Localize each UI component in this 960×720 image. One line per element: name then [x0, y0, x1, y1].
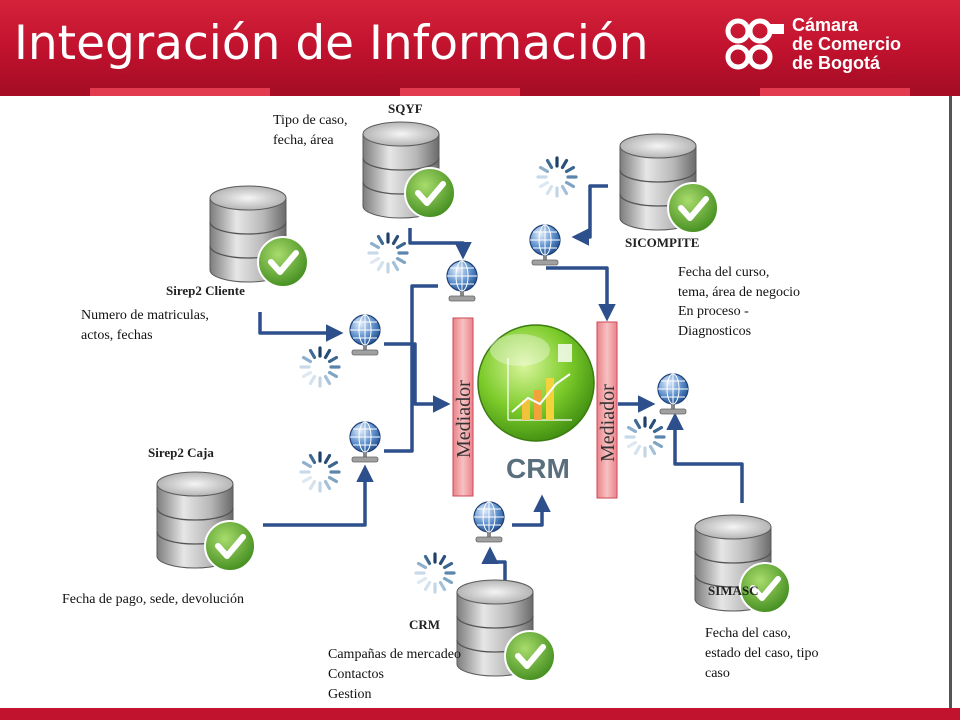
- sqyf-name: SQYF: [388, 101, 423, 116]
- sicompite-desc-3: En proceso -: [678, 304, 749, 319]
- logo-line-2: de Comercio: [792, 34, 902, 54]
- logo-line-1: Cámara: [792, 15, 859, 35]
- mediator-right-label: Mediador: [597, 384, 619, 462]
- globe-network-icon: [473, 501, 505, 543]
- header-bar: Integración de Información Cámara de Com…: [0, 0, 960, 88]
- mediator-left-label: Mediador: [453, 380, 475, 458]
- content-frame: [0, 96, 952, 708]
- crm-center: CRM: [477, 324, 595, 484]
- globe-network-icon: [657, 373, 689, 415]
- loading-spinner-icon: [536, 156, 578, 198]
- sirep2-caja-name: Sirep2 Caja: [148, 445, 214, 460]
- checkmark-icon: [258, 237, 308, 287]
- connector-arrows: [258, 184, 744, 580]
- simasc-name: SIMASC: [708, 583, 759, 598]
- sicompite-desc-4: Diagnosticos: [678, 324, 751, 339]
- sirep2-cliente-name: Sirep2 Cliente: [166, 283, 245, 298]
- footer-bar: [0, 708, 960, 720]
- logo-text: Cámara de Comercio de Bogotá: [792, 16, 901, 73]
- header-band: [0, 88, 960, 96]
- loading-spinner-icon: [367, 232, 409, 274]
- sirep2-cliente-desc-2: actos, fechas: [81, 328, 153, 343]
- loading-spinner-icon: [299, 451, 341, 493]
- crm-globe-icon: [477, 324, 595, 442]
- globe-network-icon: [349, 314, 381, 356]
- source-sqyf: SQYF Tipo de caso, fecha, área: [273, 101, 455, 218]
- crm-source-desc-1: Campañas de mercadeo: [328, 647, 461, 662]
- page-title: Integración de Información: [14, 16, 649, 71]
- simasc-desc-2: estado del caso, tipo: [705, 646, 819, 661]
- chamber-logo-icon: [725, 18, 784, 70]
- sicompite-desc-2: tema, área de negocio: [678, 285, 800, 300]
- simasc-desc-1: Fecha del caso,: [705, 626, 791, 641]
- sicompite-desc-1: Fecha del curso,: [678, 265, 769, 280]
- simasc-desc-3: caso: [705, 666, 730, 681]
- source-simasc: SIMASC Fecha del caso, estado del caso, …: [694, 514, 819, 681]
- source-sirep2-caja: Sirep2 Caja Fecha de pago, sede, devoluc…: [62, 445, 255, 607]
- sqyf-desc-1: Tipo de caso,: [273, 113, 348, 128]
- source-sicompite: SICOMPITE Fecha del curso, tema, área de…: [619, 133, 800, 339]
- sirep2-cliente-desc-1: Numero de matriculas,: [81, 308, 209, 323]
- loading-spinner-icon: [299, 346, 341, 388]
- source-sirep2-cliente: Sirep2 Cliente Numero de matriculas, act…: [81, 185, 308, 343]
- sirep2-caja-desc-1: Fecha de pago, sede, devolución: [62, 592, 244, 607]
- checkmark-icon: [405, 168, 455, 218]
- mediator-left: Mediador: [452, 317, 475, 497]
- checkmark-icon: [205, 521, 255, 571]
- checkmark-icon: [505, 631, 555, 681]
- globe-network-icon: [529, 224, 561, 266]
- logo-line-3: de Bogotá: [792, 53, 880, 73]
- crm-source-name: CRM: [409, 617, 440, 632]
- mediator-right: Mediador: [596, 321, 619, 499]
- loading-spinner-icon: [414, 552, 456, 594]
- sqyf-desc-2: fecha, área: [273, 133, 334, 148]
- crm-source-desc-3: Gestion: [328, 687, 372, 702]
- chamber-logo: Cámara de Comercio de Bogotá: [720, 14, 930, 76]
- globe-network-icon: [446, 260, 478, 302]
- globe-network-icon: [349, 421, 381, 463]
- loading-spinner-icon: [624, 416, 666, 458]
- crm-center-label: CRM: [506, 453, 570, 484]
- checkmark-icon: [668, 183, 718, 233]
- sicompite-name: SICOMPITE: [625, 235, 699, 250]
- crm-source-desc-2: Contactos: [328, 667, 384, 682]
- source-crm: CRM Campañas de mercadeo Contactos Gesti…: [328, 579, 555, 702]
